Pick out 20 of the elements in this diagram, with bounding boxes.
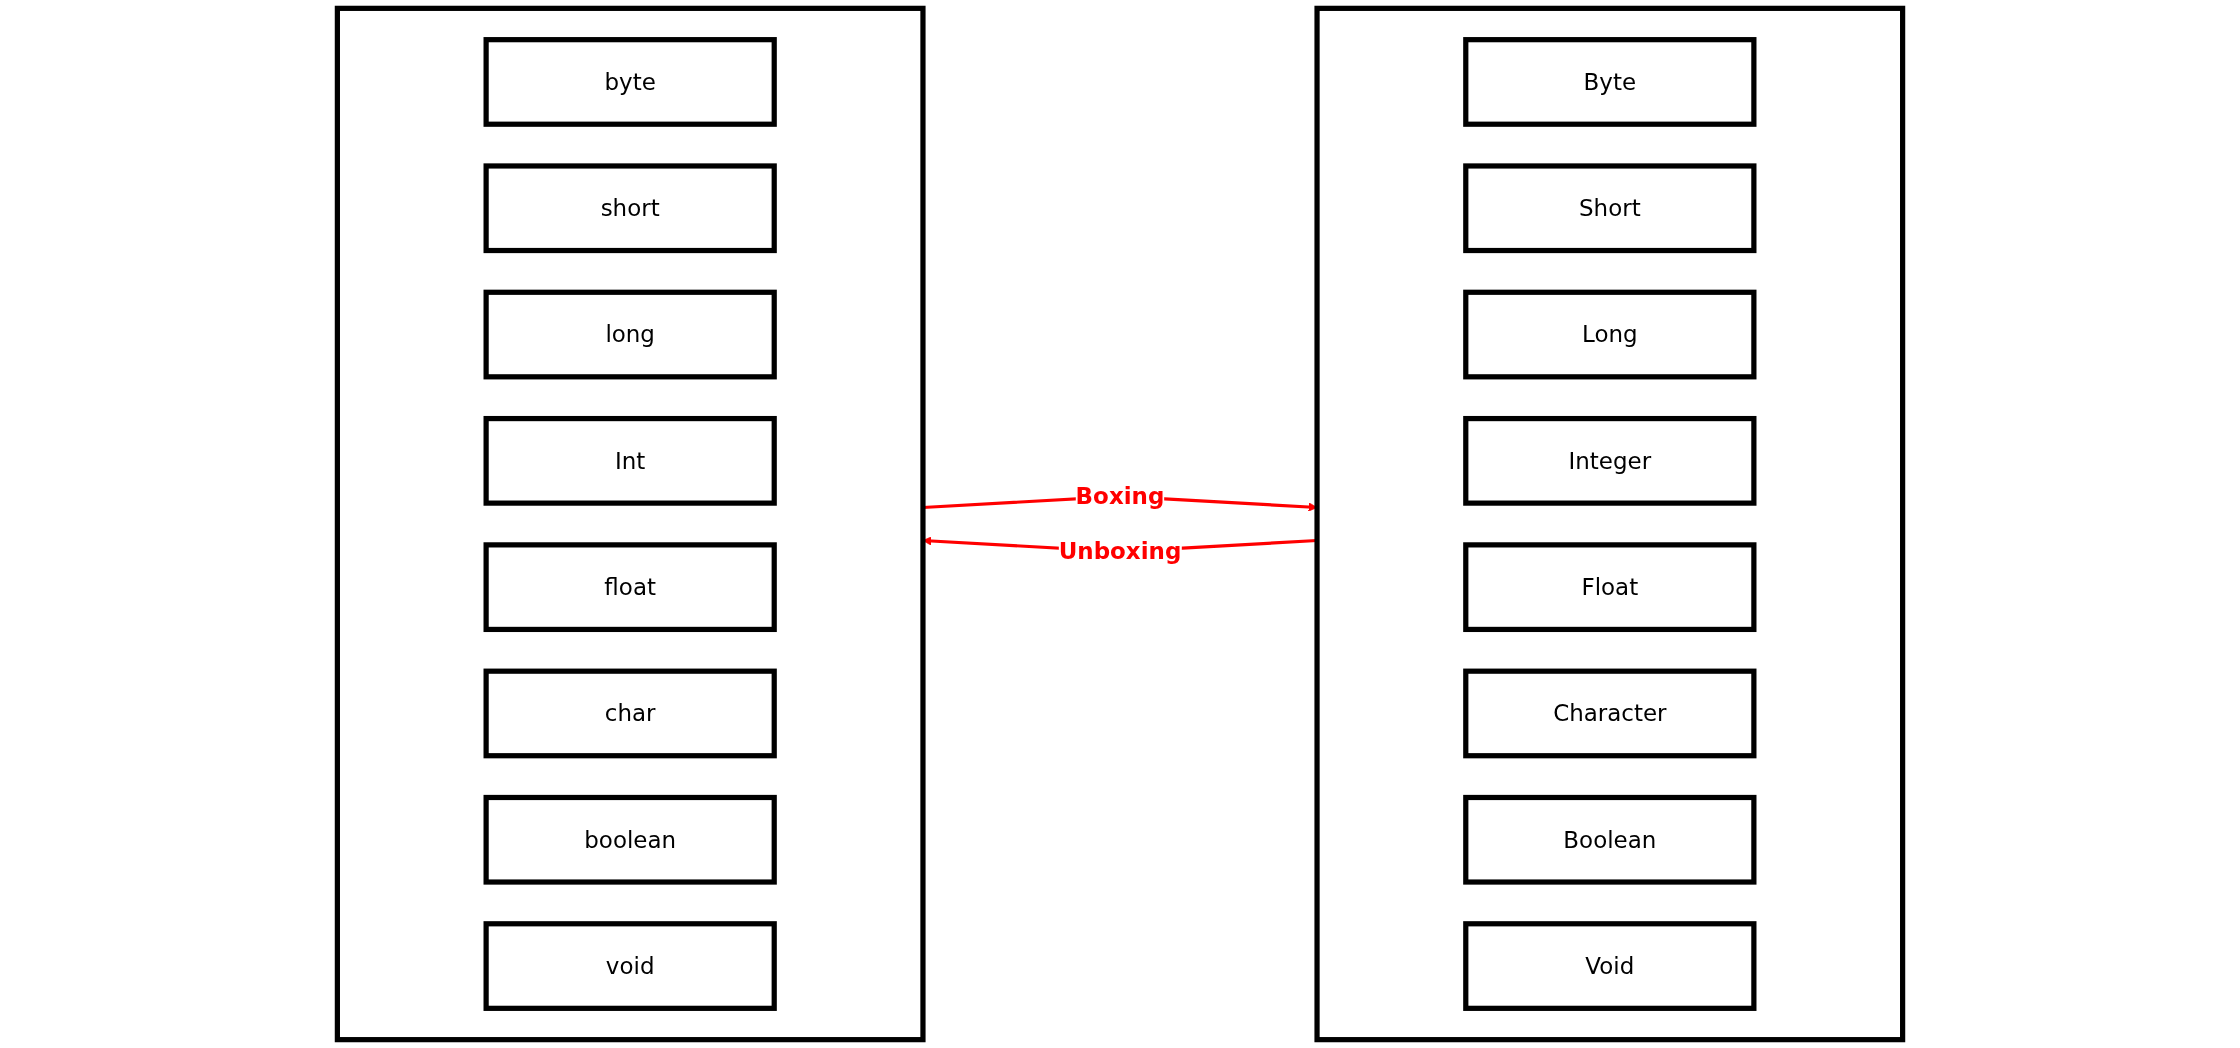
node-box: Int	[483, 415, 777, 506]
node-box: float	[483, 542, 777, 633]
node-box: Byte	[1463, 37, 1757, 127]
node-box: long	[483, 289, 777, 380]
node-box: Float	[1463, 542, 1757, 633]
node-box: Void	[1463, 921, 1757, 1011]
node-box: Boolean	[1463, 794, 1757, 885]
node-box: byte	[483, 37, 777, 127]
edge-label: Unboxing	[1058, 538, 1182, 565]
node-box: Short	[1463, 163, 1757, 254]
cluster	[334, 5, 926, 1043]
node-box: void	[483, 921, 777, 1011]
node-box: boolean	[483, 794, 777, 885]
node-box: Character	[1463, 668, 1757, 759]
node-box: Long	[1463, 289, 1757, 380]
edge-label: Boxing	[1075, 483, 1165, 510]
cluster	[1314, 5, 1906, 1043]
node-box: char	[483, 668, 777, 759]
node-box: short	[483, 163, 777, 254]
node-box: Integer	[1463, 415, 1757, 506]
